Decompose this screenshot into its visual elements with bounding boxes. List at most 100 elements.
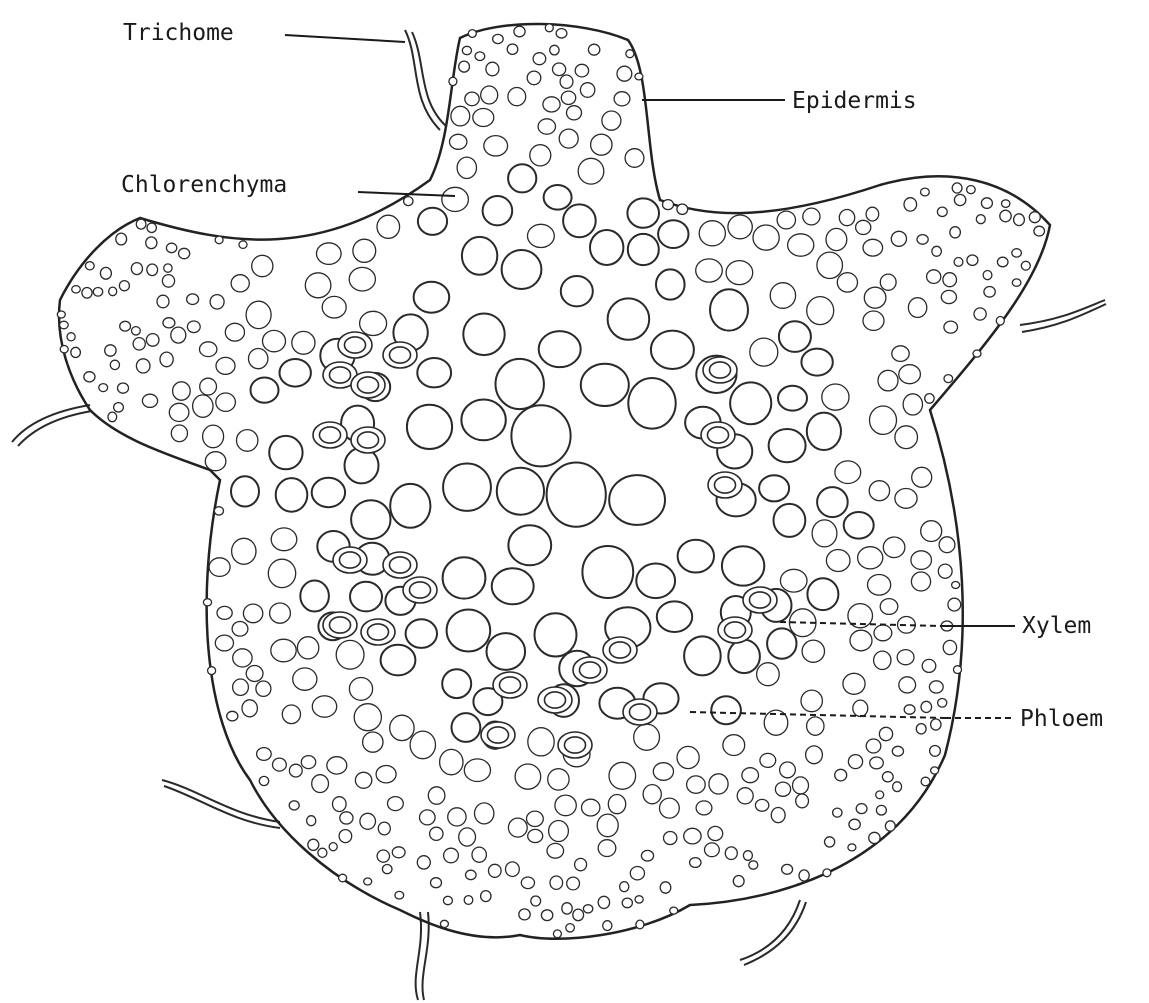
cell <box>217 606 232 619</box>
cell <box>257 748 272 761</box>
cell <box>249 349 268 369</box>
cell <box>567 106 582 120</box>
cell <box>944 375 953 383</box>
cell <box>448 808 466 826</box>
cell <box>71 347 81 357</box>
cell <box>853 700 868 716</box>
cell <box>273 758 287 771</box>
cell <box>728 215 752 239</box>
cell <box>911 551 932 570</box>
cell <box>171 425 187 442</box>
cell <box>271 528 297 551</box>
cell <box>205 452 226 471</box>
cell <box>780 762 796 778</box>
cell <box>431 878 442 888</box>
cell <box>760 753 776 767</box>
cell <box>583 905 592 913</box>
cell <box>967 255 978 265</box>
cell <box>442 669 471 698</box>
cell <box>392 847 405 858</box>
cell <box>1034 226 1045 236</box>
cell <box>164 264 172 272</box>
cell <box>100 267 111 279</box>
cell <box>581 364 629 406</box>
cell <box>475 803 494 824</box>
cell <box>466 870 477 879</box>
cell <box>722 546 764 585</box>
cell <box>246 666 263 682</box>
cell <box>457 157 476 178</box>
cell <box>216 357 235 374</box>
cell <box>527 811 544 826</box>
cell <box>322 296 346 318</box>
cell <box>753 225 779 250</box>
cell <box>807 297 834 325</box>
cell <box>377 215 400 238</box>
cell <box>239 241 247 249</box>
cell <box>251 378 279 403</box>
cell <box>725 847 737 860</box>
cell <box>635 896 643 903</box>
cell <box>849 819 860 829</box>
cell <box>937 207 947 216</box>
cell <box>270 603 291 623</box>
cell <box>870 757 884 769</box>
cell <box>1014 214 1025 226</box>
cell <box>519 909 530 920</box>
cell <box>628 234 659 265</box>
cell <box>179 248 190 258</box>
cell <box>440 920 448 927</box>
cell <box>687 776 706 793</box>
cell <box>899 365 921 384</box>
cell <box>312 696 336 717</box>
cell <box>684 636 721 675</box>
cell <box>778 386 807 411</box>
cell <box>670 907 678 914</box>
cell <box>475 52 485 61</box>
cell <box>382 865 392 874</box>
cell <box>562 903 572 914</box>
cell <box>350 582 382 612</box>
vascular-vessel <box>579 662 600 678</box>
cell <box>939 537 955 553</box>
cell <box>305 273 331 298</box>
cell <box>996 317 1004 326</box>
cell <box>214 507 223 515</box>
cell <box>921 521 942 542</box>
cell <box>530 145 551 166</box>
cell <box>850 630 872 651</box>
cell <box>533 53 546 65</box>
cell <box>796 794 809 808</box>
cell <box>651 331 694 369</box>
vascular-vessel <box>707 427 728 443</box>
cell <box>954 258 963 267</box>
cell <box>395 891 404 899</box>
cell <box>514 26 525 37</box>
cell <box>108 412 117 422</box>
cell <box>709 774 728 794</box>
cell <box>544 185 572 210</box>
cell <box>147 223 156 232</box>
cell <box>780 569 807 592</box>
cell <box>591 134 612 155</box>
vascular-vessel <box>709 362 730 378</box>
cell <box>200 342 217 357</box>
vascular-vessel <box>357 377 378 393</box>
cell <box>904 705 915 714</box>
cell <box>449 77 457 85</box>
cell <box>252 255 273 276</box>
cell <box>817 487 848 517</box>
cell <box>767 628 796 658</box>
cell <box>812 520 837 547</box>
cell <box>952 582 960 589</box>
cell <box>72 286 81 293</box>
cell <box>944 321 958 333</box>
cell <box>203 425 224 448</box>
cell <box>276 478 308 512</box>
vascular-vessel <box>357 432 378 448</box>
cell <box>292 331 315 354</box>
cell <box>948 598 961 611</box>
cell <box>60 346 68 353</box>
cell <box>263 330 286 351</box>
cell <box>256 681 271 696</box>
